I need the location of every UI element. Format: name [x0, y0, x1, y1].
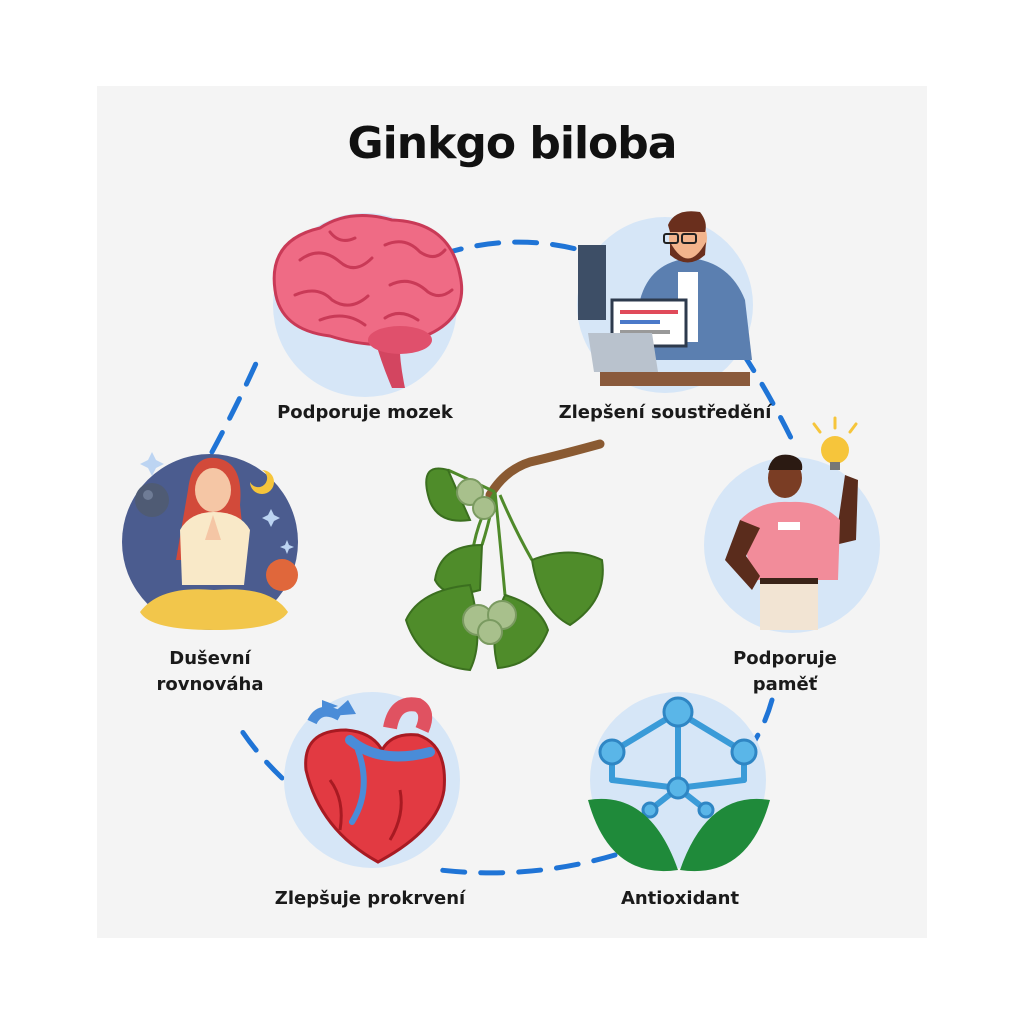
molecule-with-leaves-icon: [588, 692, 770, 872]
label-line: Podporuje: [733, 648, 837, 669]
heart-icon: [284, 692, 460, 868]
brain-icon: [272, 213, 464, 397]
label-podporuje-pamet: Podporuje paměť: [700, 646, 870, 698]
label-zlepseni-soustredeni: Zlepšení soustředění: [558, 402, 772, 423]
meditating-woman-icon: [122, 452, 298, 630]
page-title: Ginkgo biloba: [347, 118, 678, 169]
label-line: Duševní: [169, 648, 251, 669]
ginkgo-branch-icon: [404, 439, 605, 672]
label-dusevni-rovnovaha: Duševní rovnováha: [130, 646, 290, 698]
label-antioxidant: Antioxidant: [620, 888, 740, 909]
label-line: rovnováha: [156, 674, 264, 695]
man-with-lightbulb-icon: [704, 416, 880, 633]
label-line: paměť: [752, 674, 818, 695]
label-podporuje-mozek: Podporuje mozek: [277, 402, 453, 423]
dashed-cycle-path: [209, 239, 795, 876]
man-at-laptop-icon: [577, 211, 753, 393]
label-zlepsuje-prokrveni: Zlepšuje prokrvení: [274, 888, 466, 909]
